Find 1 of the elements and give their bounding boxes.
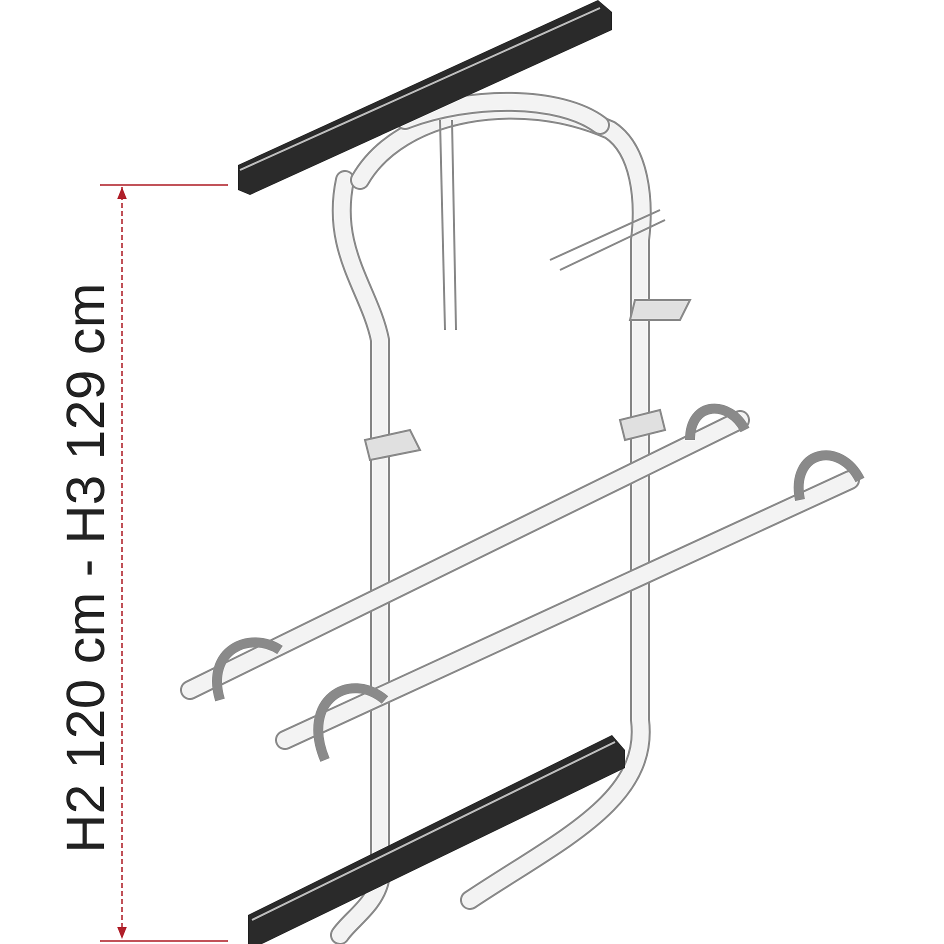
dimension-label: H2 120 cm - H3 129 cm — [59, 282, 113, 854]
